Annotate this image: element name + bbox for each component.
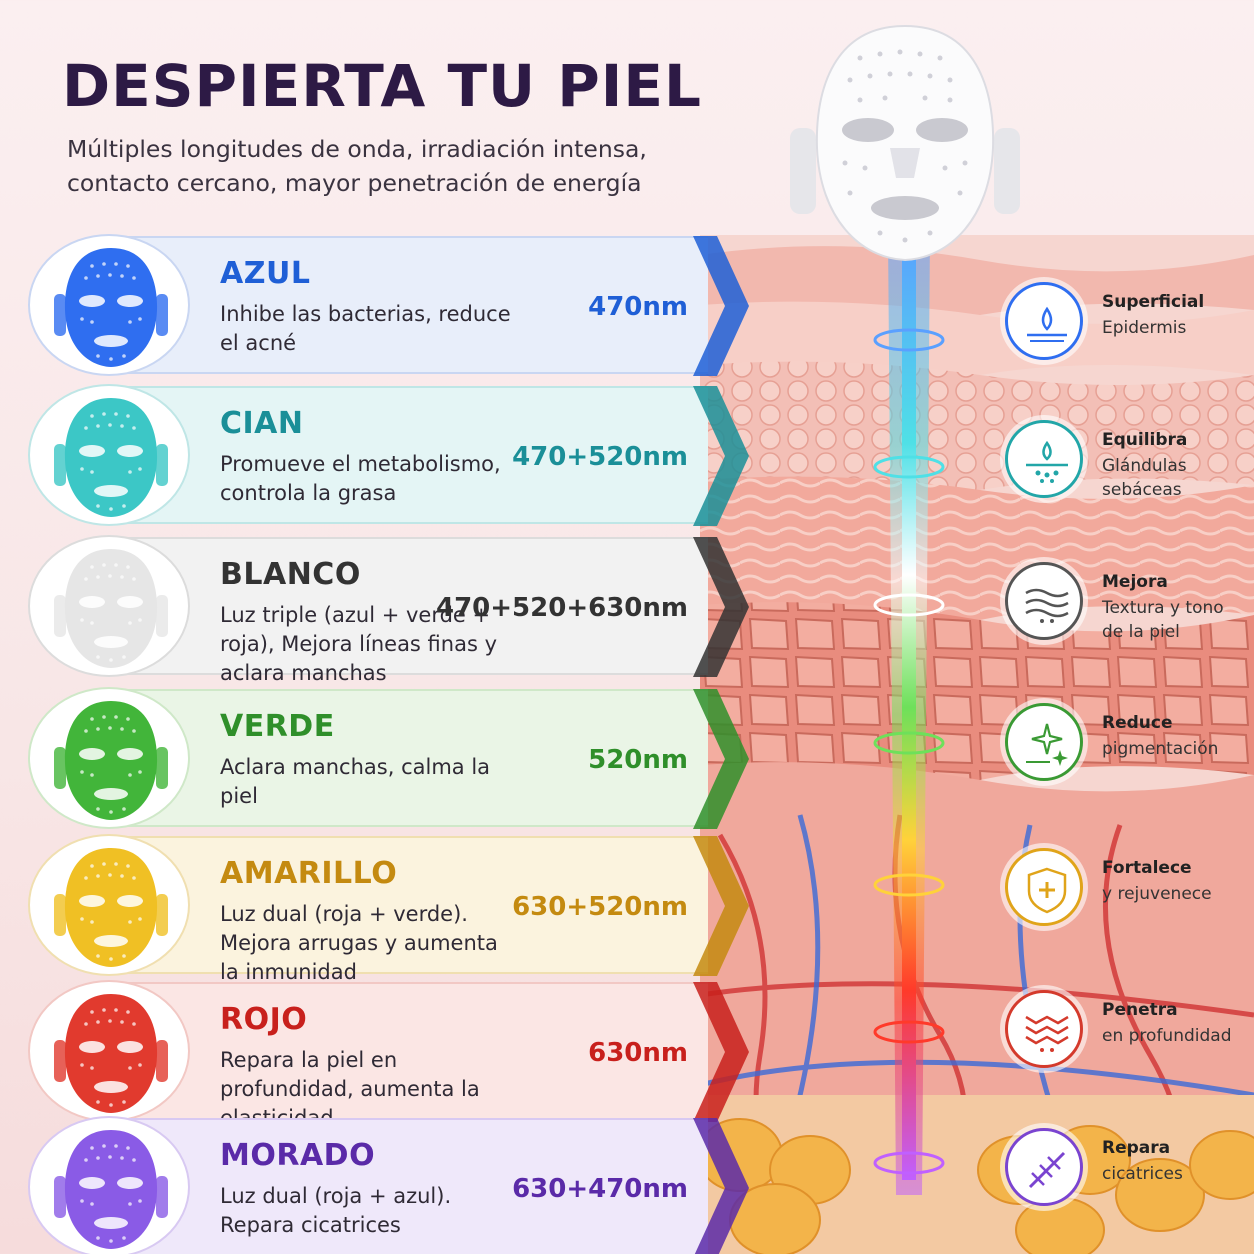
chevron-right-icon — [693, 1118, 749, 1254]
skin-benefit-item: Penetra en profundidad — [1005, 990, 1245, 1070]
skin-benefit-item: Mejora Textura y tono de la piel — [1005, 562, 1245, 642]
row-band — [108, 1118, 708, 1254]
wavelength-value: 630nm — [588, 1038, 688, 1068]
purple-led-mask-icon — [28, 1116, 190, 1254]
benefit-detail: Glándulas sebáceas — [1102, 456, 1187, 500]
droplet-layer-icon — [1005, 282, 1083, 360]
light-benefit-description: Luz dual (roja + azul). Repara cicatrice… — [220, 1184, 452, 1237]
wavelength-value: 470+520+630nm — [436, 593, 688, 623]
white-led-mask-icon — [28, 535, 190, 677]
chevron-right-icon — [693, 537, 749, 677]
led-face-mask-product — [790, 18, 1020, 268]
wavelength-value: 630+470nm — [512, 1174, 688, 1204]
chevron-right-icon — [693, 386, 749, 526]
row-band — [108, 386, 708, 524]
wavelength-value: 520nm — [588, 745, 688, 775]
chevron-right-icon — [693, 982, 749, 1122]
shield-plus-icon — [1005, 848, 1083, 926]
benefit-detail: Textura y tono de la piel — [1102, 598, 1224, 642]
light-mode-row-blanco: BLANCO Luz triple (azul + verde + roja),… — [28, 535, 749, 685]
light-color-name: BLANCO — [220, 557, 361, 592]
page-title: DESPIERTA TU PIEL — [62, 52, 702, 120]
light-mode-row-cian: CIAN Promueve el metabolismo, controla l… — [28, 384, 749, 526]
skin-benefit-item: Reduce pigmentación — [1005, 703, 1245, 783]
light-mode-row-verde: VERDE Aclara manchas, calma la piel 520n… — [28, 687, 749, 829]
row-band — [108, 236, 708, 374]
deep-wave-icon — [1005, 990, 1083, 1068]
benefit-title: Fortalece — [1102, 858, 1192, 878]
light-color-name: VERDE — [220, 709, 335, 744]
row-band — [108, 982, 708, 1120]
benefit-detail: Epidermis — [1102, 318, 1187, 338]
wavelength-value: 630+520nm — [512, 892, 688, 922]
benefit-title: Mejora — [1102, 572, 1168, 592]
light-benefit-description: Aclara manchas, calma la piel — [220, 755, 491, 808]
benefit-detail: y rejuvenece — [1102, 884, 1212, 904]
page-subtitle: Múltiples longitudes de onda, irradiació… — [67, 135, 647, 197]
benefit-detail: en profundidad — [1102, 1026, 1232, 1046]
green-led-mask-icon — [28, 687, 190, 829]
skin-benefit-item: Repara cicatrices — [1005, 1128, 1245, 1208]
light-benefit-description: Promueve el metabolismo, controla la gra… — [220, 452, 501, 505]
row-band — [108, 836, 708, 974]
light-color-name: CIAN — [220, 406, 304, 441]
skin-benefit-item: Fortalece y rejuvenece — [1005, 848, 1245, 928]
light-color-name: MORADO — [220, 1138, 376, 1173]
cyan-led-mask-icon — [28, 384, 190, 526]
light-benefit-description: Luz triple (azul + verde + roja), Mejora… — [220, 603, 497, 685]
skin-cross-section-illustration — [700, 235, 1254, 1254]
light-mode-row-azul: AZUL Inhibe las bacterias, reduce el acn… — [28, 234, 749, 376]
benefit-title: Equilibra — [1102, 430, 1188, 450]
stitch-scar-icon — [1005, 1128, 1083, 1206]
benefit-detail: pigmentación — [1102, 739, 1219, 759]
skin-benefit-item: Superficial Epidermis — [1005, 282, 1245, 362]
wavelength-value: 470+520nm — [512, 442, 688, 472]
sebaceous-drop-icon — [1005, 420, 1083, 498]
light-color-name: AZUL — [220, 256, 311, 291]
light-benefit-description: Luz dual (roja + verde). Mejora arrugas … — [220, 902, 498, 984]
blue-led-mask-icon — [28, 234, 190, 376]
light-mode-row-morado: MORADO Luz dual (roja + azul). Repara ci… — [28, 1116, 749, 1254]
light-mode-row-rojo: ROJO Repara la piel en profundidad, aume… — [28, 980, 749, 1130]
light-benefit-description: Inhibe las bacterias, reduce el acné — [220, 302, 511, 355]
chevron-right-icon — [693, 236, 749, 376]
benefit-title: Superficial — [1102, 292, 1205, 312]
red-led-mask-icon — [28, 980, 190, 1122]
chevron-right-icon — [693, 689, 749, 829]
row-band — [108, 689, 708, 827]
benefit-title: Reduce — [1102, 713, 1173, 733]
benefit-title: Penetra — [1102, 1000, 1178, 1020]
wavelength-value: 470nm — [588, 292, 688, 322]
benefit-detail: cicatrices — [1102, 1164, 1183, 1184]
sparkle-icon — [1005, 703, 1083, 781]
light-color-name: ROJO — [220, 1002, 308, 1037]
yellow-led-mask-icon — [28, 834, 190, 976]
light-color-name: AMARILLO — [220, 856, 398, 891]
benefit-title: Repara — [1102, 1138, 1171, 1158]
row-band — [108, 537, 708, 675]
skin-benefit-item: Equilibra Glándulas sebáceas — [1005, 420, 1245, 500]
light-mode-row-amarillo: AMARILLO Luz dual (roja + verde). Mejora… — [28, 834, 749, 984]
wave-texture-icon — [1005, 562, 1083, 640]
chevron-right-icon — [693, 836, 749, 976]
